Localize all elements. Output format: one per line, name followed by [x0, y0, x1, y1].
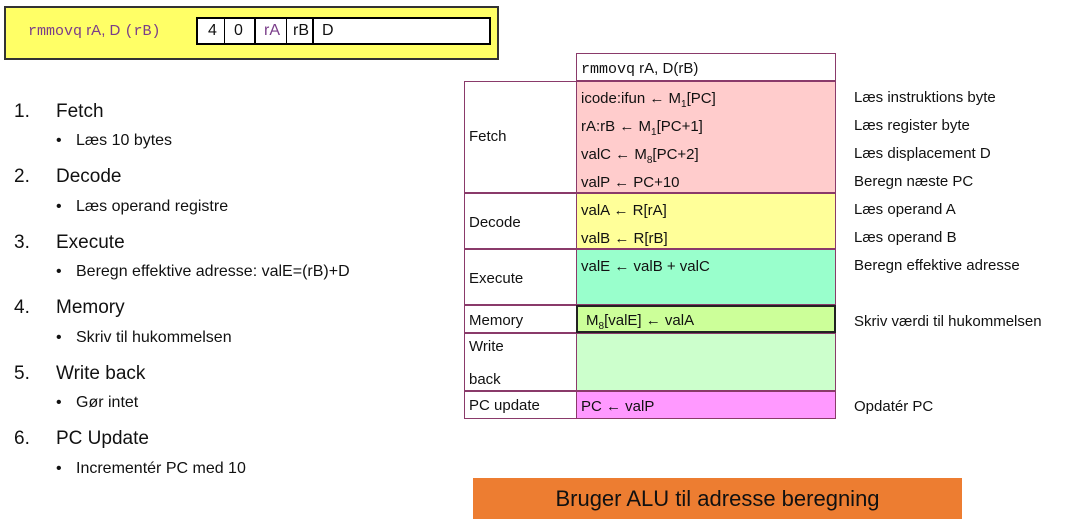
op-line: PC ← valP [581, 398, 655, 415]
description: Læs register byte [854, 117, 970, 134]
description: Læs displacement D [854, 145, 991, 162]
description: Opdatér PC [854, 398, 934, 415]
ops-pcupdate: PC ← valP [576, 391, 836, 419]
step-number: 3. [14, 232, 30, 253]
step-number: 1. [14, 101, 30, 122]
step-title-decode: Decode [56, 166, 122, 187]
encoding-operands: rA, D [86, 22, 121, 39]
step-title-execute: Execute [56, 232, 125, 253]
ops-execute: valE ← valB + valC [576, 249, 836, 305]
description: Læs operand A [854, 201, 956, 218]
bytes-displacement: D [312, 17, 491, 45]
step-number: 2. [14, 166, 30, 187]
step-number: 4. [14, 297, 30, 318]
step-title-pcupdate: PC Update [56, 428, 149, 449]
byte-ifun: 0 [234, 22, 243, 39]
op-line: valC ← M8[PC+2] [581, 146, 699, 166]
alu-note-banner: Bruger ALU til adresse beregning [473, 478, 962, 519]
op-line: valE ← valB + valC [581, 258, 710, 275]
stage-memory: Memory [464, 305, 577, 333]
byte-rb: rB [293, 22, 309, 39]
table-header: rmmovq rA, D(rB) [576, 53, 836, 81]
op-line: valA ← R[rA] [581, 202, 667, 219]
ops-decode: valA ← R[rA] valB ← R[rB] [576, 193, 836, 249]
byte-ra: rA [264, 22, 280, 39]
ops-fetch: icode:ifun ← M1[PC] rA:rB ← M1[PC+1] val… [576, 81, 836, 193]
stage-fetch: Fetch [464, 81, 577, 193]
byte-0-icode-ifun: 4 0 [196, 17, 256, 45]
stage-pcupdate: PC update [464, 391, 577, 419]
step-title-memory: Memory [56, 297, 125, 318]
ops-writeback [576, 333, 836, 391]
op-line: M8[valE] ← valA [586, 312, 695, 332]
header-operands: rA, D(rB) [635, 60, 699, 77]
op-line: valP ← PC+10 [581, 174, 680, 191]
op-line: icode:ifun ← M1[PC] [581, 90, 716, 110]
stage-execute: Execute [464, 249, 577, 305]
step-title-fetch: Fetch [56, 101, 104, 122]
description: Læs instruktions byte [854, 89, 996, 106]
step-number: 6. [14, 428, 30, 449]
byte-1-registers: rA rB [254, 17, 314, 45]
ops-memory: M8[valE] ← valA [576, 305, 836, 333]
instruction-format-label: rmmovq rA, D (rB) [28, 22, 161, 40]
encoding-mnemonic: rmmovq [28, 23, 83, 40]
op-line: rA:rB ← M1[PC+1] [581, 118, 703, 138]
stage-decode: Decode [464, 193, 577, 249]
step-title-writeback: Write back [56, 363, 146, 384]
byte-icode: 4 [208, 22, 217, 39]
header-mnemonic: rmmovq [581, 61, 636, 78]
step-number: 5. [14, 363, 30, 384]
byte-d: D [322, 22, 334, 39]
stage-writeback: Write back [464, 333, 577, 391]
description: Skriv værdi til hukommelsen [854, 313, 1042, 330]
description: Beregn næste PC [854, 173, 974, 190]
encoding-operand-base: (rB) [124, 23, 161, 40]
description: Læs operand B [854, 229, 957, 246]
op-line: valB ← R[rB] [581, 230, 668, 247]
description: Beregn effektive adresse [854, 257, 1020, 274]
